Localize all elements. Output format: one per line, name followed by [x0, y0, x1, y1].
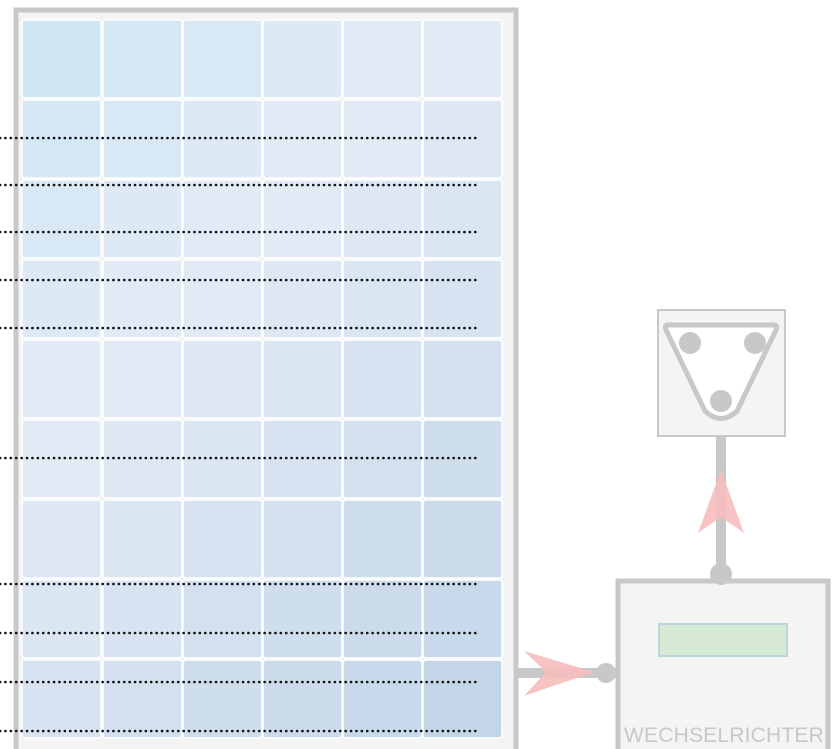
solar-cell — [21, 659, 102, 739]
solar-cell — [102, 579, 183, 659]
inverter-label: WECHSELRICHTER — [624, 724, 824, 747]
solar-cell — [182, 19, 263, 99]
socket-pin-left — [679, 332, 701, 354]
solar-cell — [422, 339, 503, 419]
solar-cell — [262, 179, 343, 259]
solar-cell — [182, 339, 263, 419]
ac-flow-arrow-icon — [698, 470, 744, 533]
socket-pin-bottom — [710, 390, 732, 412]
solar-cell — [21, 339, 102, 419]
socket-pin-right — [744, 332, 766, 354]
dc-plug — [596, 663, 616, 683]
solar-cell — [262, 259, 343, 339]
solar-cell — [21, 179, 102, 259]
solar-cell — [422, 99, 503, 179]
dc-flow-arrow-icon — [524, 651, 594, 696]
solar-cell — [102, 499, 183, 579]
solar-cell — [102, 179, 183, 259]
solar-cell — [182, 179, 263, 259]
solar-cell — [262, 659, 343, 739]
solar-cell — [102, 659, 183, 739]
solar-cell — [182, 499, 263, 579]
solar-cell — [102, 339, 183, 419]
solar-cell — [21, 499, 102, 579]
solar-cell — [21, 579, 102, 659]
inverter-display — [658, 623, 788, 657]
solar-cell — [422, 19, 503, 99]
solar-cell — [182, 659, 263, 739]
solar-cell — [422, 659, 503, 739]
solar-cell — [342, 339, 423, 419]
solar-cell — [182, 579, 263, 659]
solar-panel — [13, 7, 519, 749]
solar-cell — [262, 579, 343, 659]
dotted-lines — [0, 136, 478, 733]
solar-cell — [262, 19, 343, 99]
solar-cell — [422, 179, 503, 259]
solar-cell — [422, 499, 503, 579]
solar-cell — [102, 19, 183, 99]
inverter-to-socket-connector — [698, 436, 744, 585]
solar-cell — [342, 659, 423, 739]
solar-cell — [422, 419, 503, 499]
solar-cell — [342, 179, 423, 259]
solar-cell — [342, 19, 423, 99]
wall-socket — [657, 309, 786, 437]
solar-cell — [21, 19, 102, 99]
solar-cell — [342, 579, 423, 659]
solar-cell — [262, 339, 343, 419]
solar-cell — [262, 499, 343, 579]
solar-cell — [342, 499, 423, 579]
ac-plug — [710, 563, 732, 585]
panel-to-inverter-connector — [516, 651, 618, 696]
solar-cell — [422, 579, 503, 659]
inverter: WECHSELRICHTER — [615, 578, 831, 749]
